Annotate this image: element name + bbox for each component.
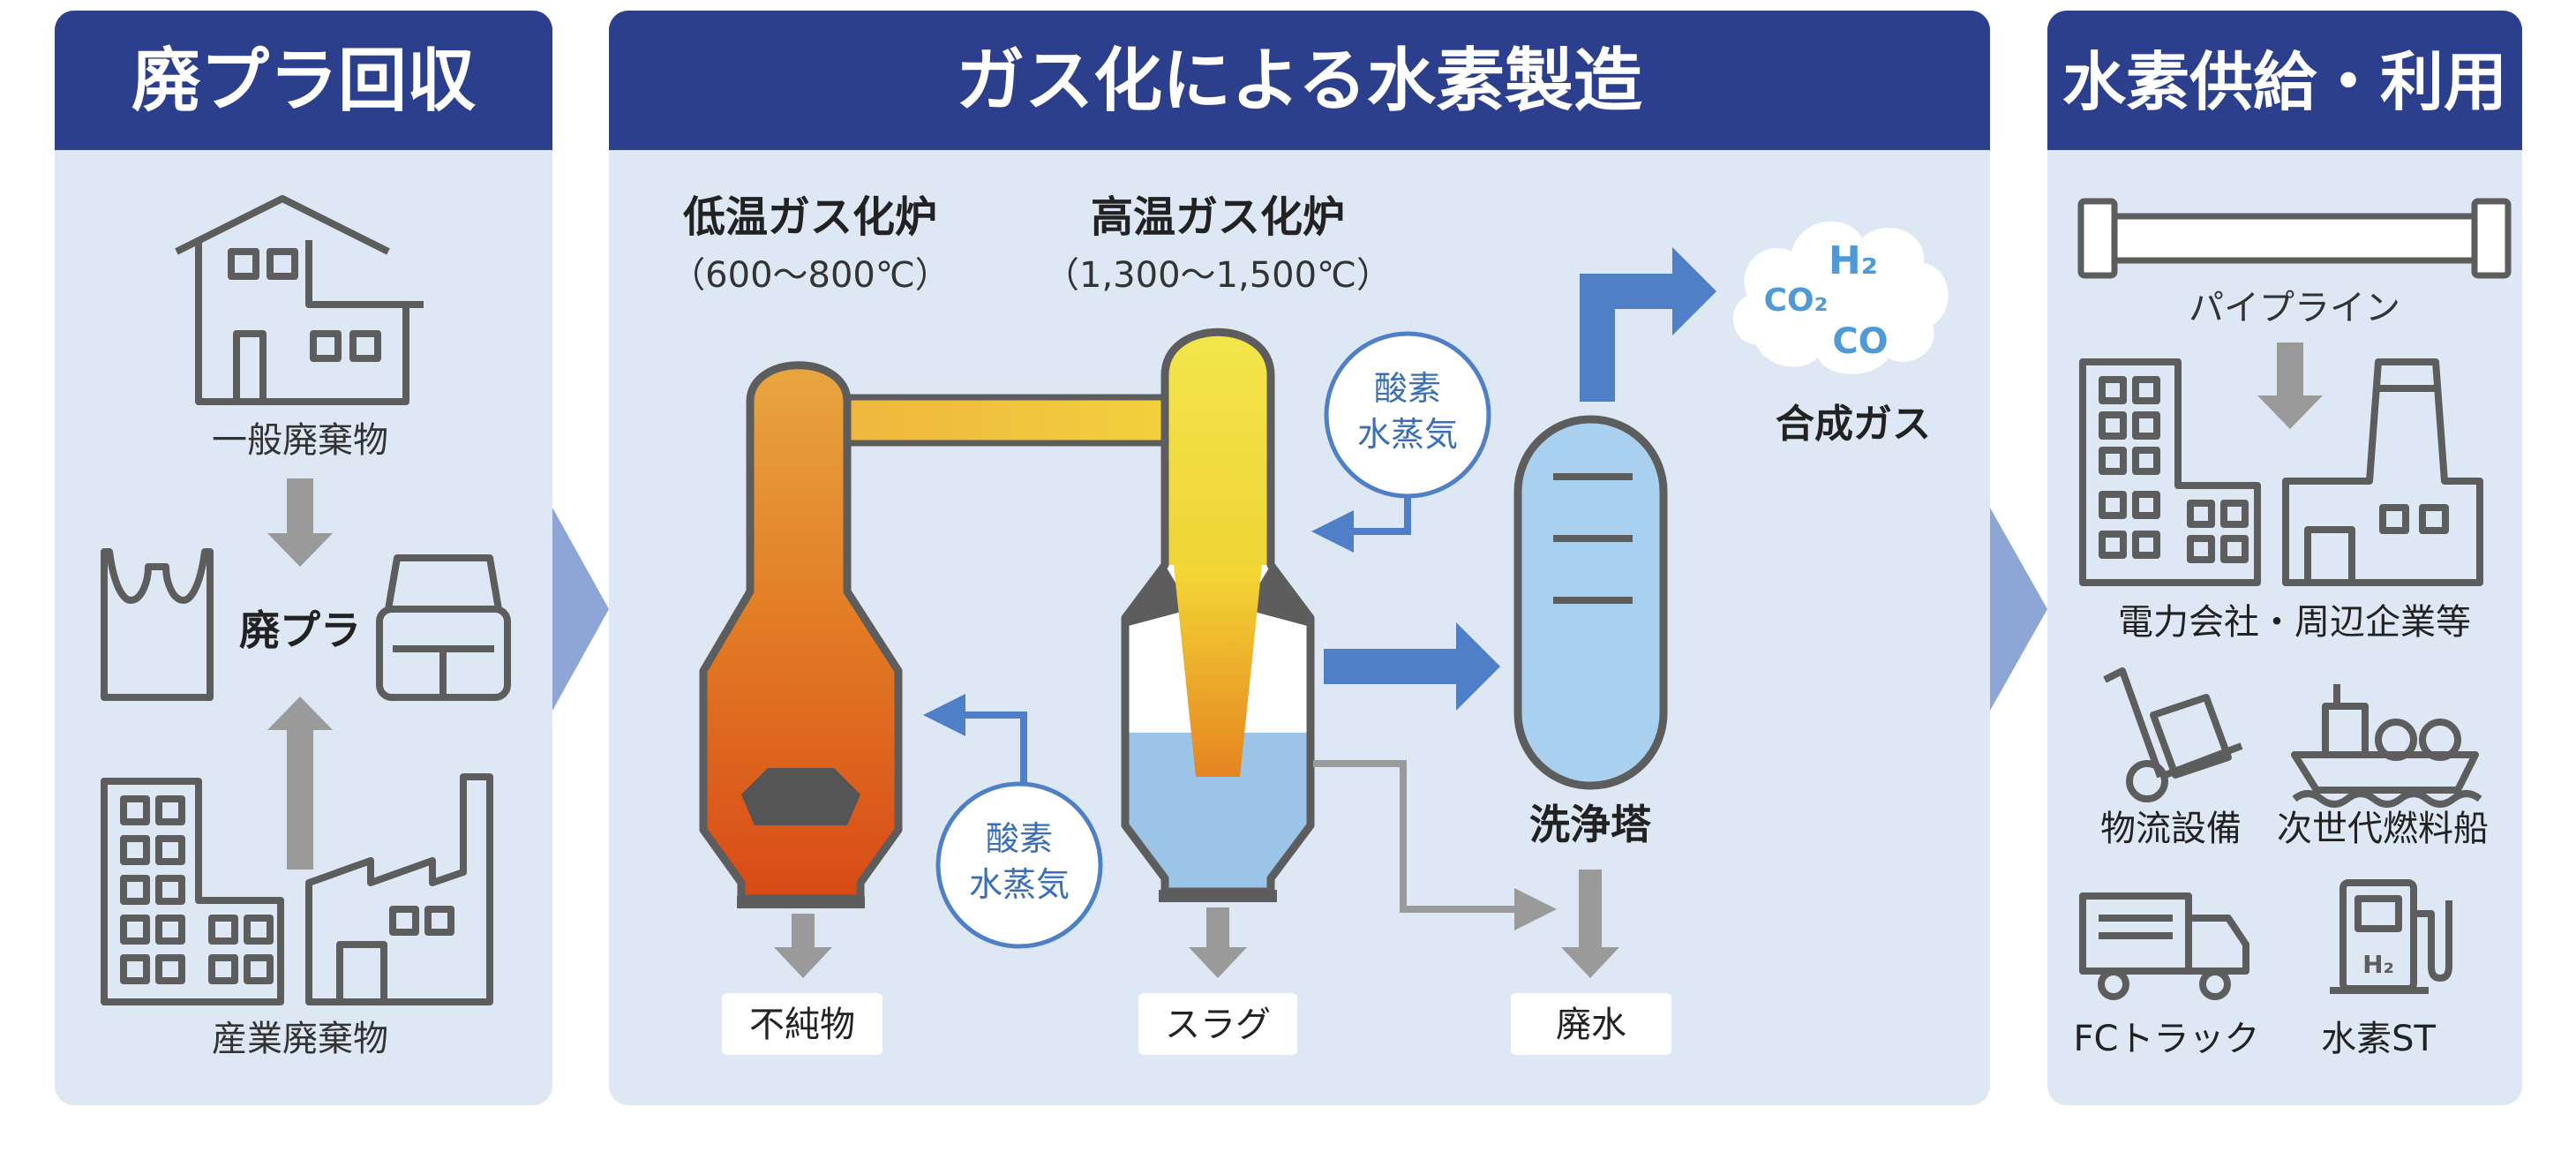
- label-general-waste: 一般廃棄物: [212, 420, 388, 461]
- oxygen-steam-arrow-high: [1311, 496, 1411, 553]
- syngas-h2: H₂: [1829, 238, 1878, 283]
- label-logistics: 物流設備: [2100, 809, 2242, 849]
- output-impurities: 不純物: [722, 993, 882, 1055]
- factory-icon: [305, 773, 493, 1005]
- label-ship: 次世代燃料船: [2277, 809, 2489, 849]
- label-waste-plastic: 廃プラ: [239, 606, 361, 654]
- label-h2-station: 水素ST: [2321, 1019, 2436, 1059]
- arrow-general-to-plastic: [267, 478, 333, 567]
- high-temp-furnace-name: 高温ガス化炉: [1091, 192, 1345, 242]
- flow-arrow-to-scrubber: [1324, 622, 1500, 711]
- wastewater-line: [1313, 760, 1557, 930]
- office-building-icon: [101, 778, 284, 1005]
- food-container-icon: [376, 554, 511, 701]
- oxygen-label-high: 酸素: [1374, 369, 1441, 408]
- low-temp-furnace-icon: [699, 361, 903, 908]
- arrow-to-impurities: [774, 914, 832, 978]
- label-wastewater: 廃水: [1556, 1005, 1626, 1045]
- panel-title-production: ガス化による水素製造: [956, 41, 1642, 121]
- house-icon: [175, 195, 424, 405]
- low-temp-furnace-name: 低温ガス化炉: [683, 192, 937, 242]
- output-wastewater: 廃水: [1511, 993, 1671, 1055]
- syngas-cloud-icon: H₂ CO₂ CO: [1732, 221, 1949, 374]
- scrubber-tower-icon: [1513, 415, 1668, 790]
- label-scrubber: 洗浄塔: [1529, 801, 1652, 848]
- label-impurities: 不純物: [749, 1005, 855, 1045]
- label-syngas: 合成ガス: [1776, 402, 1931, 447]
- panel-title-supply: 水素供給・利用: [2062, 45, 2507, 119]
- fuel-ship-icon: [2291, 684, 2482, 808]
- hydrogen-station-h2-text: H₂: [2362, 950, 2394, 979]
- oxygen-steam-bubble-low: 酸素 水蒸気: [935, 781, 1103, 949]
- power-plant-icon: [2282, 358, 2483, 586]
- label-industrial-waste: 産業廃棄物: [212, 1019, 388, 1059]
- syngas-co: CO: [1832, 321, 1888, 362]
- panel-collection: 廃プラ回収 一般廃棄物 廃プラ: [55, 11, 552, 1105]
- hand-truck-icon: [2103, 667, 2243, 802]
- arrow-to-wastewater: [1561, 870, 1619, 978]
- label-power-companies: 電力会社・周辺企業等: [2118, 602, 2471, 643]
- arrow-pipeline-to-industry: [2257, 343, 2323, 429]
- arrow-to-slag: [1189, 907, 1247, 978]
- fc-truck-icon: [2079, 892, 2249, 1000]
- chevron-collection-to-production: [552, 508, 609, 711]
- label-pipeline: パイプライン: [2189, 288, 2400, 328]
- label-slag: スラグ: [1165, 1005, 1271, 1045]
- output-slag: スラグ: [1138, 993, 1297, 1055]
- arrow-industrial-to-plastic: [267, 696, 333, 870]
- steam-label-low: 水蒸気: [969, 865, 1070, 904]
- plastic-bag-icon: [101, 548, 214, 701]
- steam-label-high: 水蒸気: [1357, 415, 1458, 454]
- hydrogen-station-icon: [2330, 879, 2452, 994]
- panel-title-collection: 廃プラ回収: [131, 41, 476, 121]
- oxygen-steam-arrow-low: [923, 694, 1027, 784]
- power-company-building-icon: [2079, 358, 2261, 586]
- label-fc-truck: FCトラック: [2074, 1019, 2260, 1059]
- high-temp-furnace-range: （1,300〜1,500℃）: [1044, 255, 1392, 296]
- panel-production: ガス化による水素製造 低温ガス化炉 （600〜800℃） 高温ガス化炉 （1,3…: [609, 11, 1990, 1105]
- pipeline-icon: [2077, 198, 2512, 279]
- panel-supply: 水素供給・利用 パイプライン 電力会社・周辺企業等: [2047, 11, 2522, 1105]
- low-temp-furnace-range: （600〜800℃）: [670, 255, 950, 296]
- oxygen-steam-bubble-high: 酸素 水蒸気: [1324, 331, 1491, 499]
- syngas-co2: CO₂: [1764, 282, 1829, 319]
- feedstock-lump: [741, 768, 860, 825]
- gas-pipe: [830, 394, 1190, 447]
- syngas-arrow: [1580, 247, 1716, 402]
- chevron-production-to-supply: [1990, 508, 2047, 711]
- oxygen-label-low: 酸素: [986, 819, 1053, 858]
